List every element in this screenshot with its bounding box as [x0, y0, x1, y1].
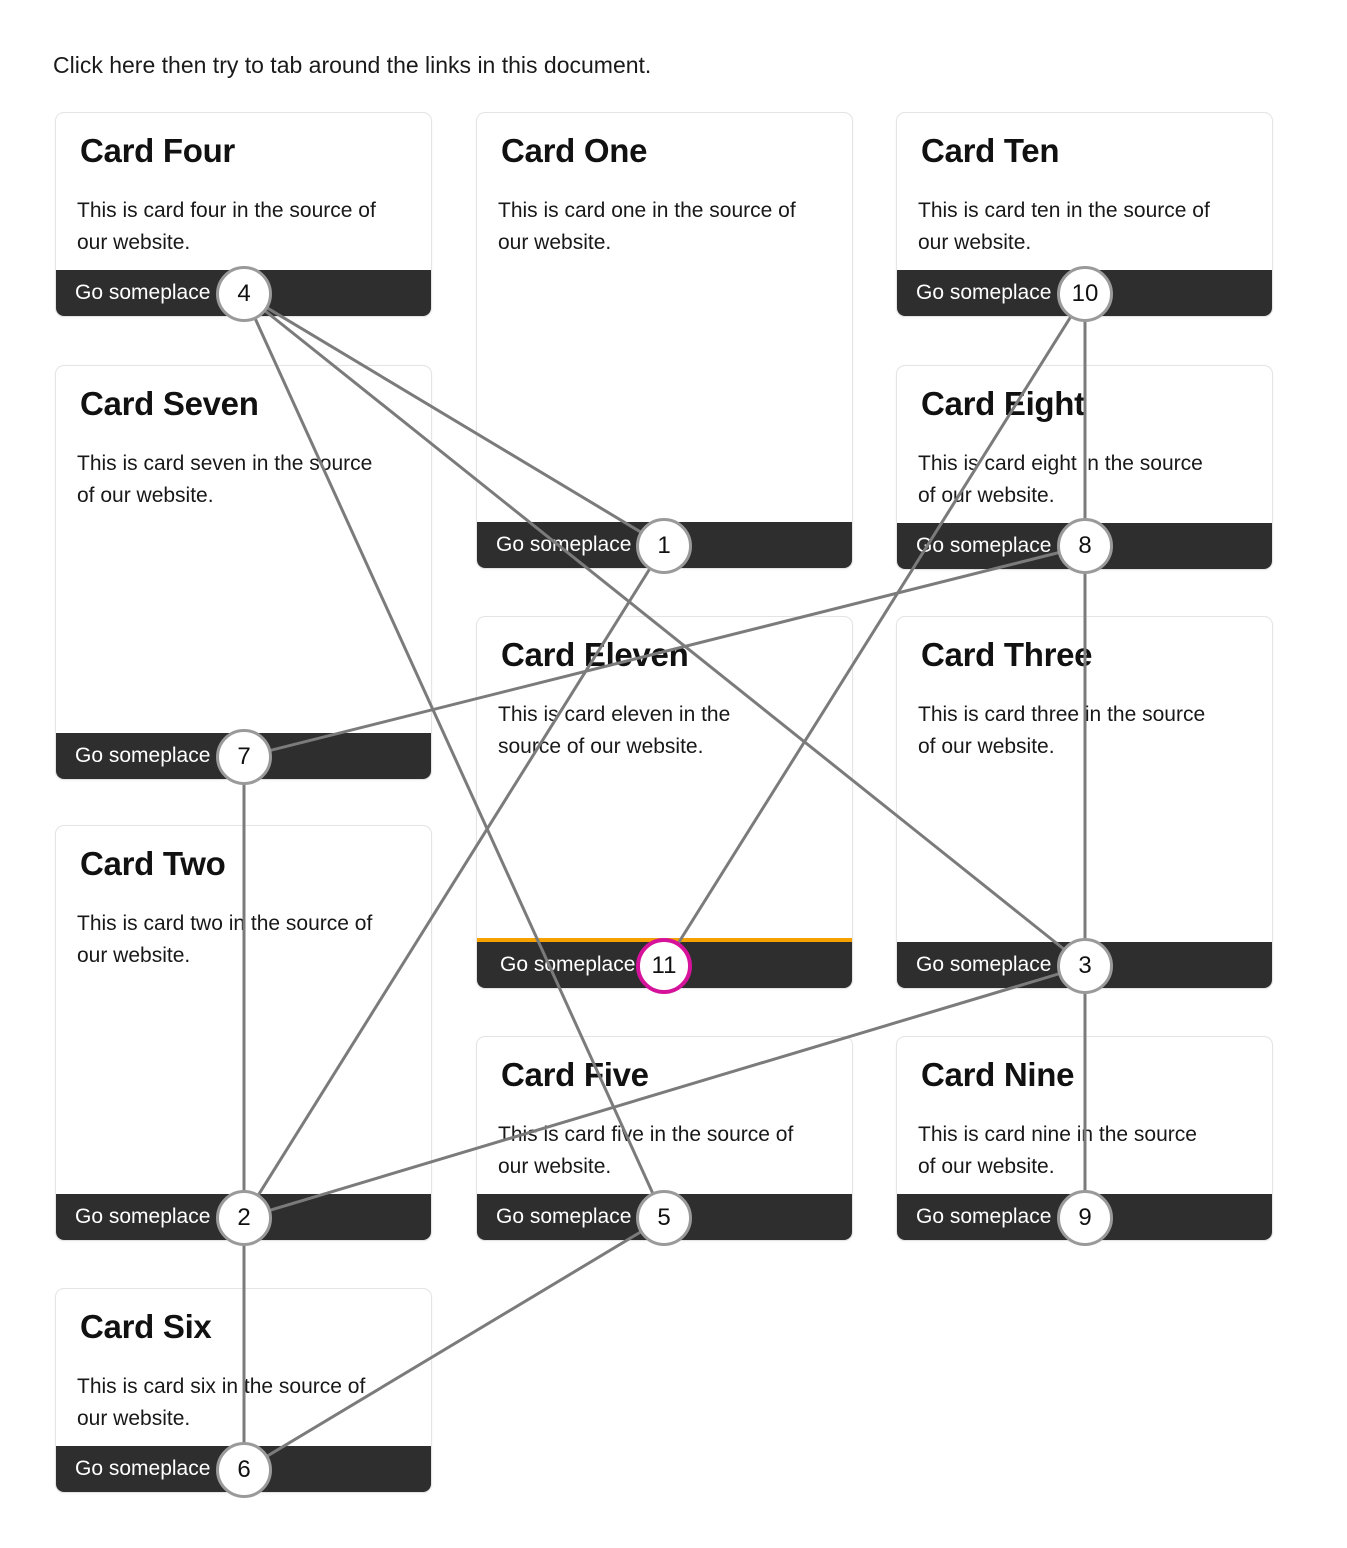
- card-body-text: This is card ten in the source of our we…: [918, 199, 1210, 254]
- card-title: Card Nine: [921, 1056, 1075, 1093]
- card-body-text: This is card two in the source of our we…: [77, 912, 373, 967]
- tab-index-badge: 10: [1057, 266, 1113, 322]
- card-title: Card Five: [501, 1056, 649, 1093]
- card-body-text: This is card six in the source of our we…: [77, 1375, 366, 1430]
- tab-index-badge: 6: [216, 1442, 272, 1498]
- card-title: Card Seven: [80, 385, 259, 422]
- tab-index-badge: 2: [216, 1190, 272, 1246]
- tab-index-badge: 1: [636, 518, 692, 574]
- tab-index-badge: 3: [1057, 938, 1113, 994]
- card-title: Card Eight: [921, 385, 1085, 422]
- card-title: Card Ten: [921, 132, 1060, 169]
- tab-index-badge: 9: [1057, 1190, 1113, 1246]
- card-body-text: This is card five in the source of our w…: [498, 1123, 794, 1178]
- intro-text: Click here then try to tab around the li…: [53, 52, 652, 78]
- card-body-text: This is card eleven in the source of our…: [498, 703, 731, 758]
- card-title: Card Eleven: [501, 636, 689, 673]
- card-body-text: This is card eight in the source of our …: [918, 452, 1203, 507]
- tab-index-badge: 11: [636, 938, 692, 994]
- card-title: Card Three: [921, 636, 1093, 673]
- card-body-text: This is card nine in the source of our w…: [918, 1123, 1197, 1178]
- card-body-text: This is card four in the source of our w…: [77, 199, 376, 254]
- card-body-text: This is card one in the source of our we…: [498, 199, 796, 254]
- card-title: Card Six: [80, 1308, 212, 1345]
- tab-index-badge: 7: [216, 729, 272, 785]
- card-title: Card One: [501, 132, 648, 169]
- card-body-text: This is card seven in the source of our …: [77, 452, 373, 507]
- tab-index-badge: 5: [636, 1190, 692, 1246]
- card-body-text: This is card three in the source of our …: [918, 703, 1206, 758]
- tab-index-badge: 8: [1057, 518, 1113, 574]
- tab-index-badge: 4: [216, 266, 272, 322]
- card-title: Card Two: [80, 845, 226, 882]
- card-title: Card Four: [80, 132, 235, 169]
